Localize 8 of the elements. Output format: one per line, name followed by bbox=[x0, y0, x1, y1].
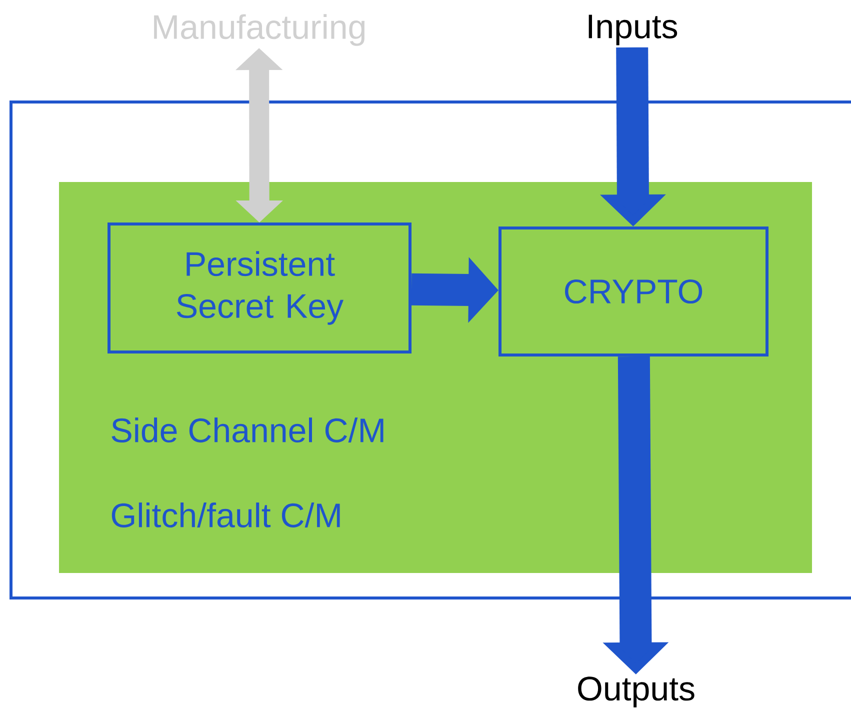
frame-box bbox=[10, 100, 851, 600]
panel-text: Glitch/fault C/M bbox=[112, 502, 340, 528]
io-label: Outputs bbox=[578, 676, 694, 708]
panel-background bbox=[59, 182, 812, 573]
process-box: Persistent Secret Key bbox=[108, 222, 412, 354]
process-box: CRYPTO bbox=[498, 226, 768, 356]
panel-text: Side Channel C/M bbox=[112, 418, 384, 442]
io-label: Inputs bbox=[588, 14, 678, 46]
